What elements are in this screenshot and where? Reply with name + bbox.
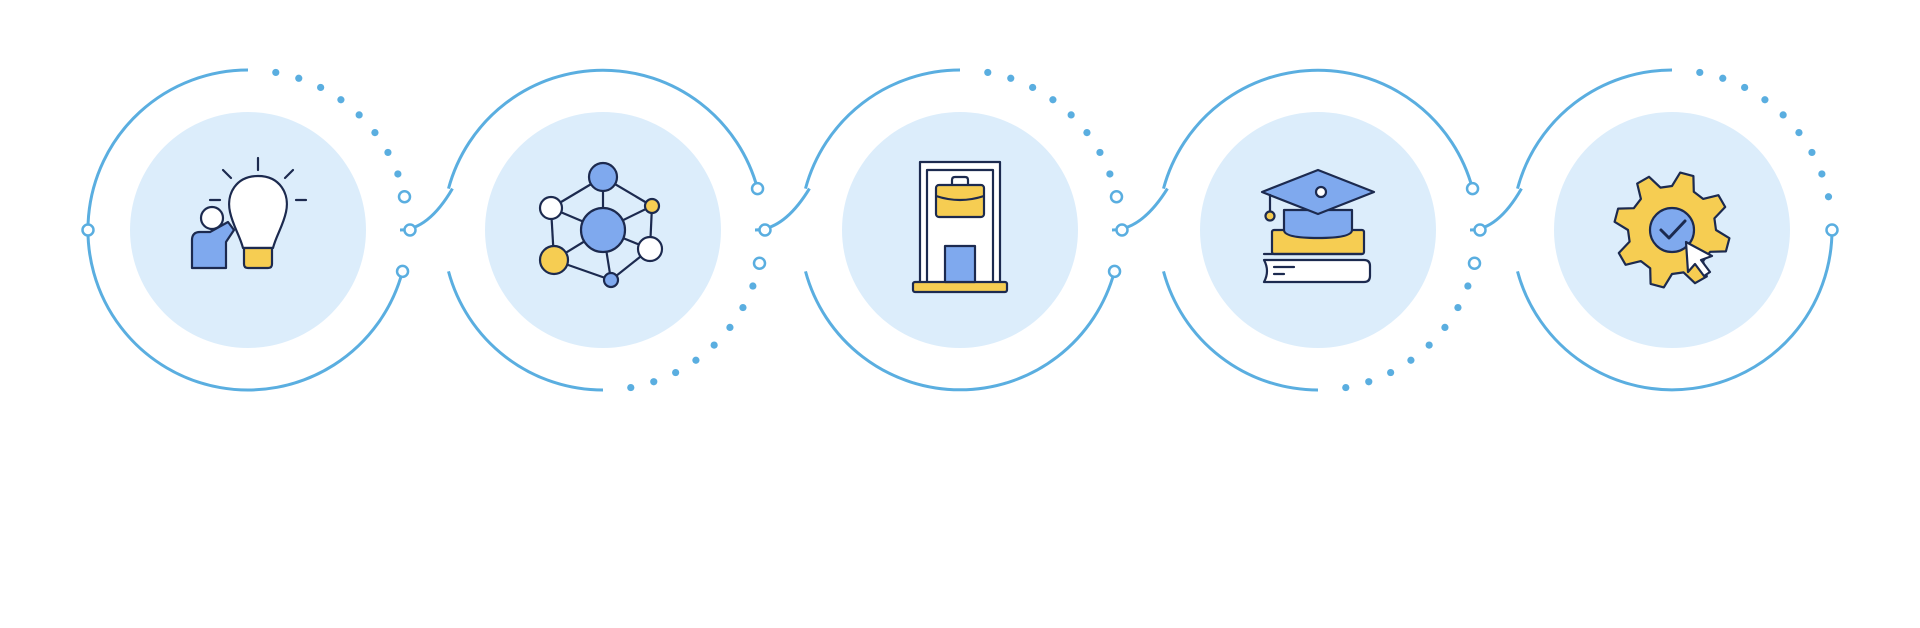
- connector-ring: [1115, 223, 1129, 237]
- outline-dot: [1106, 170, 1114, 178]
- outline-dot: [1808, 148, 1816, 157]
- outline-dot: [984, 68, 992, 77]
- outline-dot: [337, 96, 345, 104]
- outline-dot: [1779, 111, 1787, 119]
- outline-dot: [1083, 128, 1091, 137]
- outline-dot: [394, 170, 402, 178]
- network-nodes-icon: [538, 161, 664, 289]
- connector-ring: [397, 189, 412, 204]
- lightbulb-person-icon: [190, 156, 308, 270]
- outline-dot: [384, 148, 392, 157]
- step-outline-arc: [1516, 229, 1834, 392]
- outline-dot: [1741, 83, 1749, 92]
- outline-dot: [1696, 68, 1704, 77]
- step-outline-arc: [1516, 68, 1673, 189]
- step-outline-arc: [1162, 271, 1319, 392]
- gear-check-cursor-icon: [1613, 171, 1731, 289]
- outline-dot: [1387, 368, 1395, 377]
- step-outline-arc: [447, 271, 604, 392]
- outline-dot: [317, 83, 325, 92]
- connector-ring: [1107, 264, 1122, 279]
- outline-dot: [355, 111, 363, 119]
- outline-dot: [371, 128, 379, 137]
- step-outline-arc: [1162, 68, 1474, 189]
- outline-dot: [272, 68, 280, 77]
- outline-dot: [1719, 74, 1727, 82]
- outline-dot: [1407, 356, 1415, 364]
- step-outline-arc: [447, 68, 759, 189]
- office-building-briefcase-icon: [911, 160, 1009, 294]
- outline-dot: [1096, 148, 1104, 157]
- outline-dot: [692, 356, 700, 364]
- connector-ring: [395, 264, 410, 279]
- outline-dot: [1818, 170, 1826, 178]
- connector-ring: [750, 181, 765, 196]
- outline-dot: [1464, 282, 1472, 290]
- outline-dot: [1365, 378, 1373, 386]
- step-outline-arc: [804, 68, 961, 189]
- outline-dot: [672, 368, 680, 377]
- outline-dot: [650, 378, 658, 386]
- outline-dot: [627, 383, 635, 392]
- outline-dot: [726, 323, 734, 332]
- outline-dot: [1029, 83, 1037, 92]
- outline-dot: [1425, 341, 1433, 349]
- connector-ring: [1109, 189, 1124, 204]
- outline-dot: [1795, 128, 1803, 137]
- outline-dot: [1067, 111, 1075, 119]
- connector-ring: [81, 223, 95, 237]
- outline-dot: [739, 303, 747, 312]
- connector-ring: [752, 256, 767, 271]
- outline-dot: [1454, 303, 1462, 312]
- outline-dot: [1761, 96, 1769, 104]
- step-outline-arc: [86, 68, 404, 392]
- outline-dot: [1441, 323, 1449, 332]
- connector-ring: [403, 223, 417, 237]
- graduation-cap-books-icon: [1260, 168, 1376, 284]
- connector-ring: [1473, 223, 1487, 237]
- outline-dot: [1049, 96, 1057, 104]
- connector-ring: [758, 223, 772, 237]
- connector-ring: [1825, 223, 1839, 237]
- outline-dot: [710, 341, 718, 349]
- outline-dot: [1007, 74, 1015, 82]
- step-outline-arc: [804, 271, 1116, 392]
- outline-dot: [295, 74, 303, 82]
- outline-dot: [1342, 383, 1350, 392]
- connector-ring: [1465, 181, 1480, 196]
- outline-dot: [749, 282, 757, 290]
- outline-dot: [1824, 193, 1833, 201]
- connector-ring: [1467, 256, 1482, 271]
